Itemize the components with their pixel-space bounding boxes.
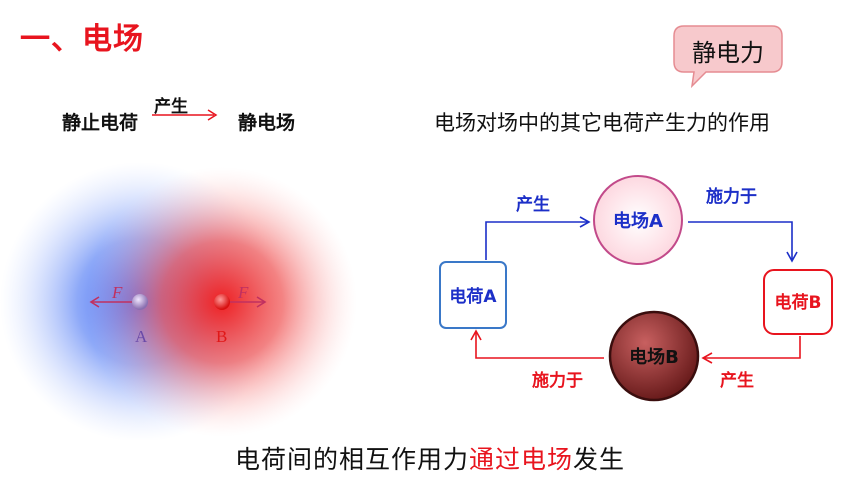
speech-bubble: 静电力 (672, 24, 784, 88)
relation-arrow-icon (152, 109, 218, 121)
edge-label-bottom-left: 施力于 (532, 370, 583, 391)
field-b-label: 电场B (629, 346, 679, 368)
field-interaction-figure: F F A B (0, 162, 357, 440)
charge-b-ball (214, 294, 230, 310)
edge-field-a-to-charge-b (688, 221, 793, 260)
edge-label-top-right: 施力于 (706, 186, 757, 207)
field-a-node (593, 175, 683, 265)
relation-source: 静止电荷 (62, 112, 139, 134)
edge-label-bottom-right: 产生 (720, 370, 754, 391)
force-b-arrowhead-icon (256, 296, 267, 308)
charge-a-node-label: 电荷A (449, 286, 497, 307)
interaction-cycle-diagram: 电场A 电荷A 电荷B 电场B 产生 施力于 产生 施力于 (439, 175, 833, 402)
charge-a-ball (132, 294, 148, 310)
conclusion-before: 电荷间的相互作用力 (234, 445, 469, 474)
force-b-label: F (237, 283, 249, 302)
edge-charge-b-to-field-b-arrowhead-icon (701, 352, 713, 364)
edge-charge-a-to-field-a (485, 221, 588, 260)
field-description: 电场对场中的其它电荷产生力的作用 (434, 111, 770, 135)
edge-field-b-to-charge-a (475, 332, 604, 359)
edge-field-a-to-charge-b-arrowhead-icon (786, 251, 798, 263)
charge-b-node-label: 电荷B (775, 292, 822, 313)
force-a-label: F (111, 283, 123, 302)
charge-a-label: A (135, 327, 148, 346)
edge-charge-b-to-field-b (704, 336, 801, 359)
edge-field-b-to-charge-a-arrowhead-icon (470, 329, 482, 341)
field-a-label: 电场A (613, 210, 663, 232)
conclusion-line: 电荷间的相互作用力通过电场发生 (0, 440, 860, 476)
charge-b-node (763, 269, 833, 335)
speech-bubble-text: 静电力 (692, 39, 764, 67)
speech-bubble-shape (673, 25, 783, 88)
charge-a-node (439, 261, 507, 329)
edge-label-top-left: 产生 (516, 194, 550, 215)
edge-charge-a-to-field-a-arrowhead-icon (579, 216, 591, 228)
conclusion-highlight: 通过电场 (468, 445, 573, 474)
charge-b-label: B (216, 327, 227, 346)
section-title: 一、电场 (20, 22, 144, 57)
relation-verb: 产生 (154, 97, 188, 117)
force-a-arrowhead-icon (89, 296, 100, 308)
field-b-node (608, 310, 700, 402)
relation-target: 静电场 (238, 112, 296, 134)
conclusion-after: 发生 (573, 445, 626, 474)
